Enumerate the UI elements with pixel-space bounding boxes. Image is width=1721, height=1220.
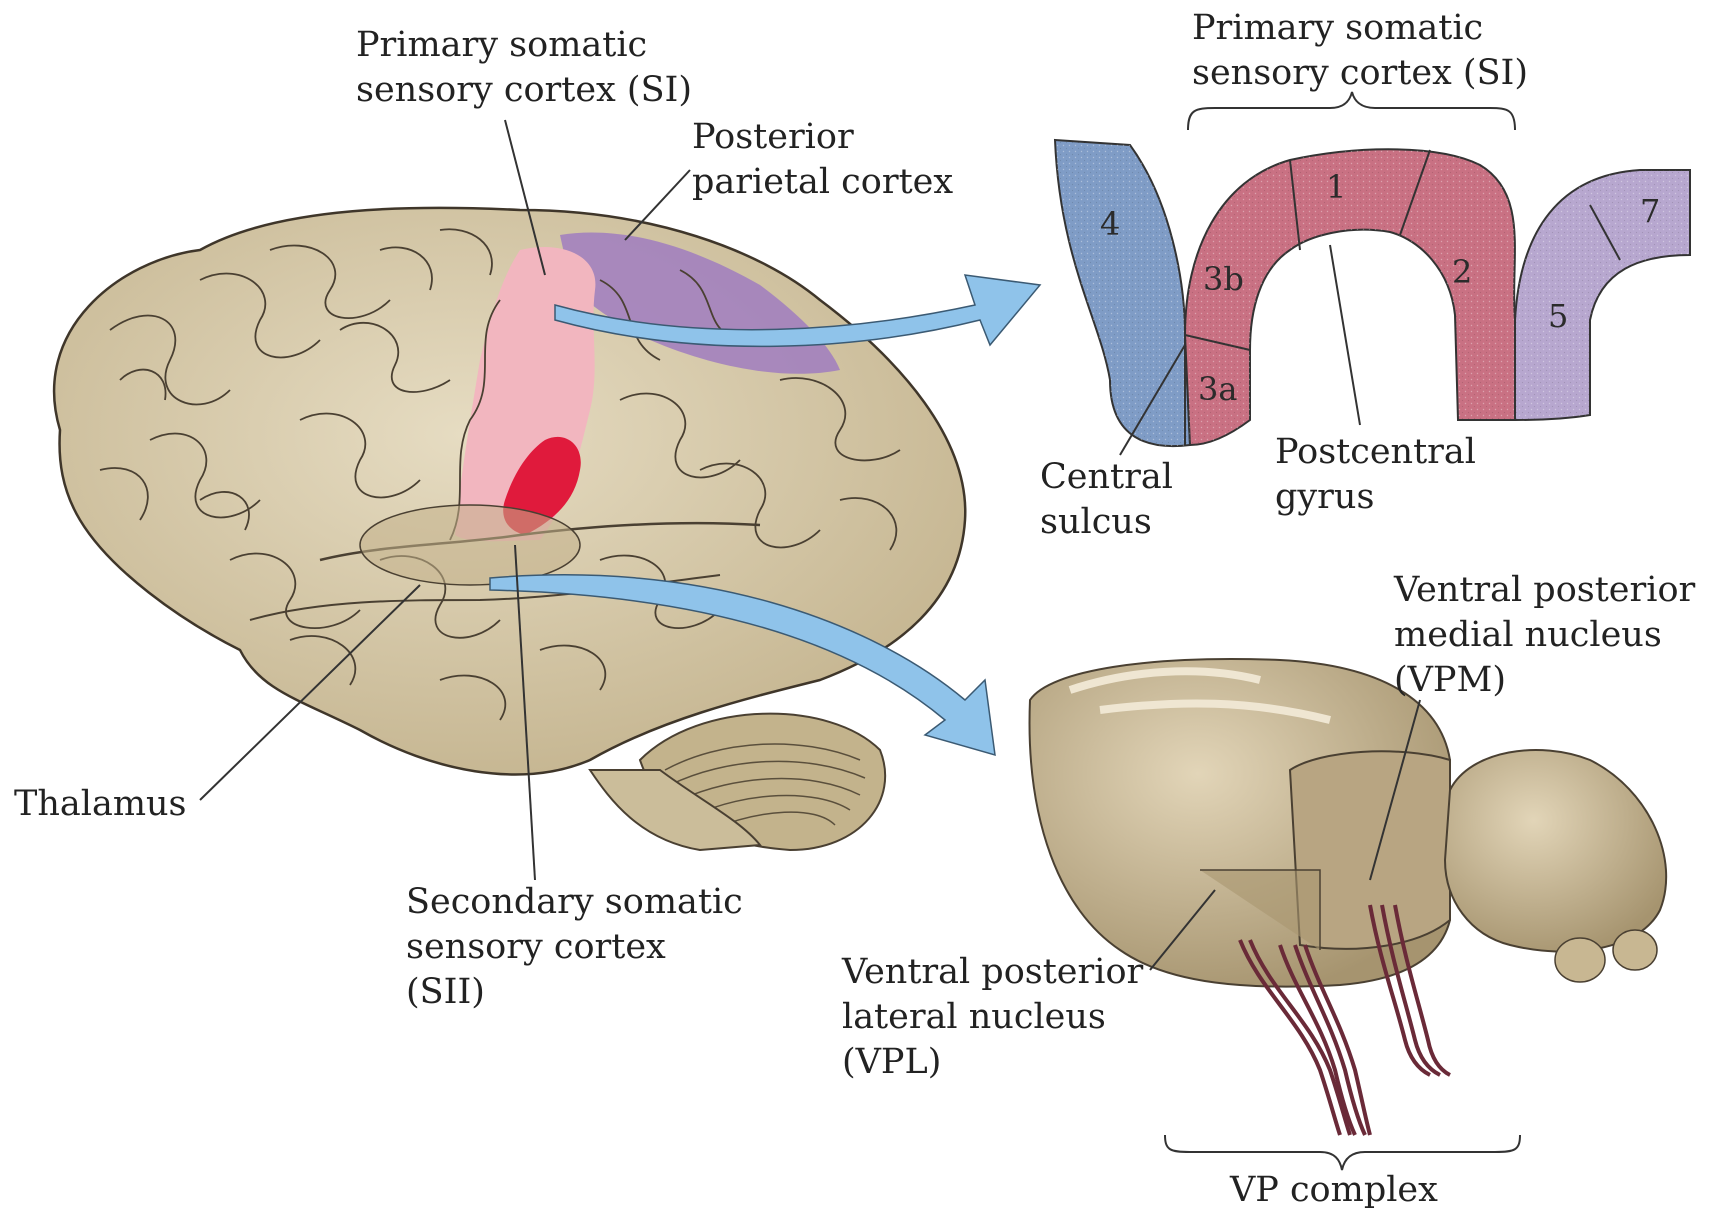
label-line: Thalamus [14,782,187,827]
area-label-4: 4 [1100,205,1120,243]
label-line: (VPM) [1394,658,1695,703]
area-label-3a: 3a [1198,370,1237,408]
label-line: Postcentral [1275,430,1476,475]
label-line: Primary somatic [356,23,692,68]
label-vpm: Ventral posterior medial nucleus (VPM) [1394,568,1695,703]
label-posterior-parietal: Posterior parietal cortex [692,115,953,205]
label-line: sensory cortex (SI) [356,68,692,113]
area-label-3b: 3b [1203,260,1244,298]
label-line: (SII) [406,970,743,1015]
label-vpl: Ventral posterior lateral nucleus (VPL) [842,950,1143,1085]
label-line: (VPL) [842,1040,1143,1085]
label-secondary-somatic: Secondary somatic sensory cortex (SII) [406,880,743,1015]
label-line: lateral nucleus [842,995,1143,1040]
thalamus-3d [1030,659,1667,1170]
label-central-sulcus: Central sulcus [1040,455,1173,545]
si-brace [1188,92,1515,130]
vp-brace [1165,1135,1520,1170]
thalamus-inside-brain [360,505,580,585]
label-line: gyrus [1275,475,1476,520]
label-line: Central [1040,455,1173,500]
label-line: Ventral posterior [1394,568,1695,613]
label-line: VP complex [1230,1168,1438,1213]
area-label-7: 7 [1640,192,1660,230]
brain-lateral-view [54,208,965,850]
label-line: Posterior [692,115,953,160]
label-primary-somatic-left: Primary somatic sensory cortex (SI) [356,23,692,113]
label-primary-somatic-right: Primary somatic sensory cortex (SI) [1192,6,1528,96]
label-line: parietal cortex [692,160,953,205]
cortex-cross-section: 4 3b 3a 1 2 5 7 [1055,92,1690,446]
label-postcentral-gyrus: Postcentral gyrus [1275,430,1476,520]
pulvinar [1445,750,1666,952]
area-label-1: 1 [1326,168,1346,206]
label-line: sensory cortex [406,925,743,970]
label-vp-complex: VP complex [1230,1168,1438,1213]
label-line: sulcus [1040,500,1173,545]
area-label-5: 5 [1548,297,1568,335]
label-line: Secondary somatic [406,880,743,925]
label-thalamus: Thalamus [14,782,187,827]
area-label-2: 2 [1452,253,1472,291]
label-line: sensory cortex (SI) [1192,51,1528,96]
label-line: medial nucleus [1394,613,1695,658]
label-line: Primary somatic [1192,6,1528,51]
label-line: Ventral posterior [842,950,1143,995]
